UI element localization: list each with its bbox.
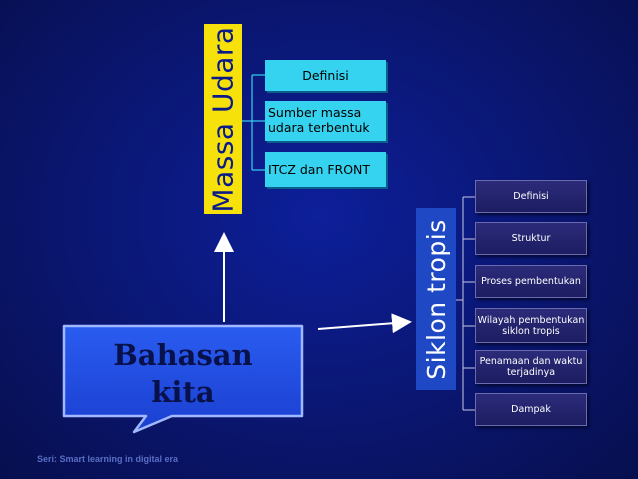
- siklon-item-label: Proses pembentukan: [481, 276, 581, 287]
- massa-udara-item-sumber: Sumber massa udara terbentuk: [265, 101, 386, 141]
- siklon-item-wilayah: Wilayah pembentukan siklon tropis: [475, 308, 587, 343]
- siklon-item-definisi: Definisi: [475, 180, 587, 213]
- massa-udara-bracket: [242, 74, 265, 171]
- massa-udara-title: Massa Udara: [204, 24, 242, 214]
- center-callout-text: Bahasan kita: [113, 338, 253, 409]
- massa-udara-item-label: Definisi: [302, 68, 349, 83]
- siklon-item-label: Struktur: [511, 233, 551, 244]
- siklon-item-label: Wilayah pembentukan siklon tropis: [477, 314, 585, 337]
- siklon-tropis-title: Siklon tropis: [416, 208, 456, 390]
- massa-udara-item-itcz: ITCZ dan FRONT: [265, 152, 386, 187]
- massa-udara-item-label: ITCZ dan FRONT: [268, 162, 371, 177]
- siklon-item-proses: Proses pembentukan: [475, 265, 587, 298]
- siklon-item-label: Penamaan dan waktu terjadinya: [479, 356, 583, 378]
- massa-udara-item-label: Sumber massa udara terbentuk: [268, 105, 370, 135]
- siklon-tropis-bracket: [456, 196, 475, 411]
- siklon-item-struktur: Struktur: [475, 222, 587, 255]
- massa-udara-title-text: Massa Udara: [206, 25, 240, 213]
- massa-udara-item-definisi: Definisi: [265, 60, 386, 91]
- center-callout: [62, 324, 304, 434]
- siklon-item-dampak: Dampak: [475, 393, 587, 426]
- footer-caption: Seri: Smart learning in digital era: [37, 454, 179, 464]
- siklon-item-label: Definisi: [513, 191, 549, 202]
- arrow-right: [317, 313, 412, 334]
- siklon-item-penamaan: Penamaan dan waktu terjadinya: [475, 350, 587, 384]
- siklon-tropis-title-text: Siklon tropis: [421, 218, 451, 380]
- siklon-item-label: Dampak: [511, 404, 551, 415]
